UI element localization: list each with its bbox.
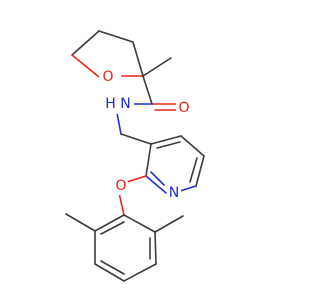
bond-ph-methyl-left [65,213,96,232]
bond-ph-inner-2 [100,260,125,275]
bond-ph-inner-3 [100,221,125,235]
bond-ch2-pyridine [120,133,152,145]
carbonyl-oxygen-label: O [178,100,189,116]
bond-thp-2 [98,30,134,43]
bond-py-6 [145,143,152,177]
bond-thp-3 [132,41,144,77]
bond-py-inner-1 [156,141,181,149]
bond-thp-o2 [71,54,100,78]
pyridine-nitrogen-backdrop [167,184,181,202]
ring-oxygen-label: O [102,69,113,85]
amide-nitrogen-label: H N [105,96,130,112]
bond-py-5 [145,175,167,194]
diagram-stage: O O H N O N [65,30,205,282]
bond-py-2 [180,135,205,157]
bond-ph-1 [123,214,156,233]
bond-py-4 [179,185,197,192]
bond-py-inner-2 [189,157,198,183]
bond-py-inner-3 [150,171,165,186]
bond-ph-2 [154,231,157,265]
amide-nitrogen-backdrop [106,94,134,114]
ether-oxygen-label: O [115,178,126,194]
ether-oxygen-backdrop [114,177,128,195]
bonds [65,30,205,282]
bond-thp-1 [71,30,100,56]
bond-ph-3 [123,263,157,282]
ring-oxygen-backdrop [99,68,113,86]
pyridine-nitrogen-label: N [169,185,179,201]
bond-py-1 [150,135,182,145]
bond-ether-2 [118,192,125,216]
bond-carbonyl-c [142,75,153,105]
bond-methyl [142,57,172,77]
molecule-diagram: O O H N O N [65,30,205,282]
bond-n-ch2 [116,112,122,135]
bond-py-3 [195,155,205,187]
atom-labels: O O H N O N [99,68,190,202]
bond-ph-6 [94,214,125,232]
carbonyl-oxygen-backdrop [176,98,190,116]
bond-ph-4 [94,263,125,282]
bond-ph-methyl-right [154,215,184,233]
bond-ether-1 [126,175,147,183]
